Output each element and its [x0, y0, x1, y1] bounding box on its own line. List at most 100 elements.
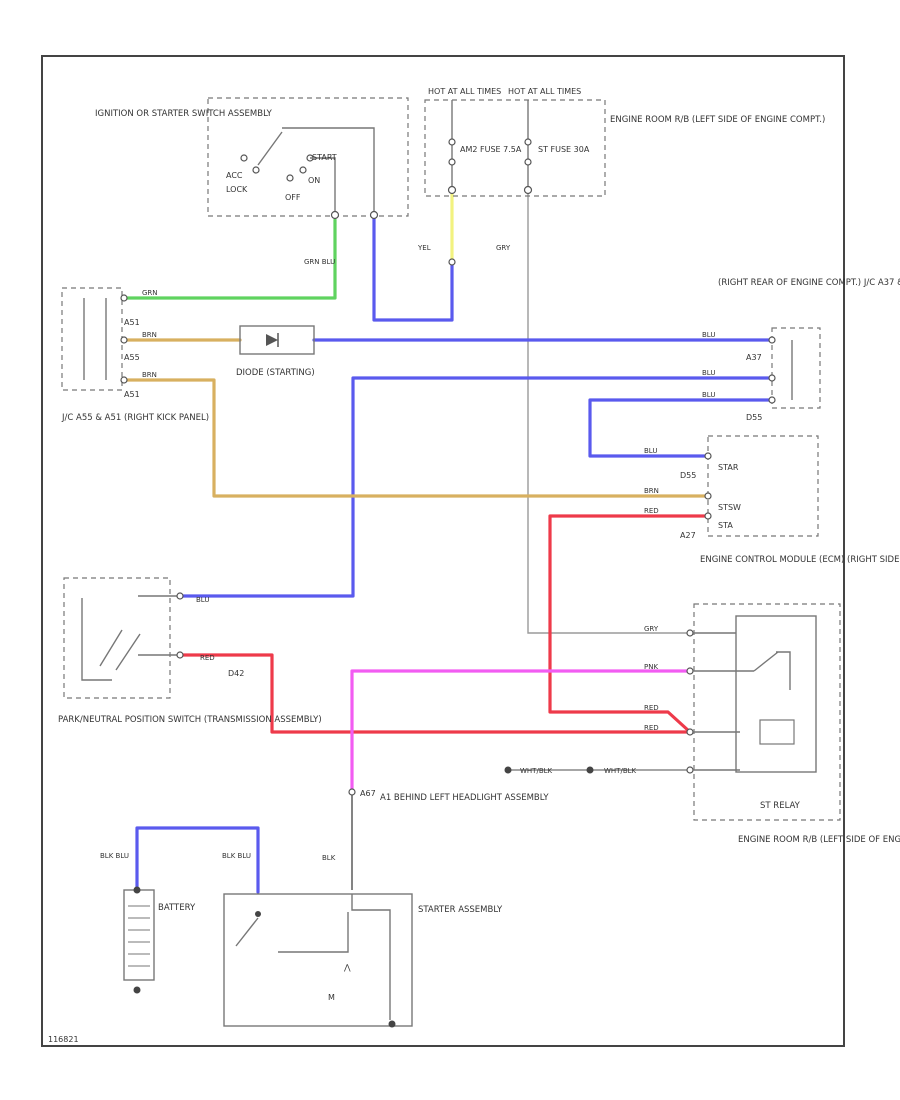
label-blk-blu-2: BLK BLU: [222, 852, 251, 860]
ground-title: A1 BEHIND LEFT HEADLIGHT ASSEMBLY: [380, 793, 549, 803]
starter-solenoid-line: [351, 894, 391, 1020]
starter-contact: [235, 917, 259, 947]
wire-blu-ignition-fuse: [372, 213, 454, 322]
wire-blu-pn-switch: [178, 376, 774, 598]
relay-coil: [759, 719, 795, 745]
jc-rear-pin-3: [768, 396, 776, 404]
ecm-pin-star: [704, 452, 712, 460]
ground-dot-1: [504, 766, 512, 774]
relay-pin-4: [686, 766, 694, 774]
pn-switch-pin-2: [176, 651, 184, 659]
engine-room-rb-bottom-title: ENGINE ROOM R/B (LEFT SIDE OF ENGINE COM…: [738, 835, 900, 845]
ecm-box: [707, 435, 819, 537]
starter-conn: A67: [360, 789, 376, 798]
wire-red-ecm-relay: [548, 514, 708, 734]
wire-blu-ecm-star: [588, 398, 774, 458]
label-blk-blu-1: BLK BLU: [100, 852, 129, 860]
diode-title: DIODE (STARTING): [236, 368, 315, 378]
relay-pin-3: [686, 728, 694, 736]
jc-kick-conn-2: A55: [124, 353, 140, 362]
label-blu-a: BLU: [702, 331, 715, 339]
junction-yel-blu: [448, 258, 456, 266]
jc-right-kick-panel-box: [61, 287, 123, 391]
starter-ground: [388, 1020, 396, 1028]
wire-gry: [527, 190, 690, 634]
battery-ground: [133, 986, 141, 994]
battery-terminal: [133, 886, 141, 894]
label-grn: GRN: [142, 289, 158, 297]
relay-pin-1: [686, 629, 694, 637]
jc-kick-conn-3: A51: [124, 390, 140, 399]
starter-pinion-symbol: ⋀: [343, 963, 351, 972]
ign-label-lock: LOCK: [226, 185, 248, 194]
label-brn-a: BRN: [142, 331, 157, 339]
jc-rear-conn-1: A37: [746, 353, 762, 362]
jc-rear-pin-2: [768, 374, 776, 382]
label-brn-c: BRN: [644, 487, 659, 495]
jc-kick-conn-1: A51: [124, 318, 140, 327]
pn-switch-title: PARK/NEUTRAL POSITION SWITCH (TRANSMISSI…: [58, 715, 322, 725]
pn-switch-frame: [81, 598, 112, 681]
ignition-start-line: [310, 157, 336, 215]
label-blk: BLK: [322, 854, 336, 862]
jc-rear-pin-1: [768, 336, 776, 344]
label-gry: GRY: [496, 244, 511, 252]
ecm-pin-stsw: [704, 492, 712, 500]
ignition-switch-title: IGNITION OR STARTER SWITCH ASSEMBLY: [95, 109, 273, 119]
engine-room-rb-bottom-box: [693, 603, 841, 821]
label-red-b: RED: [200, 654, 215, 662]
ign-label-start: START: [312, 153, 337, 162]
diagram-frame: [41, 55, 845, 1047]
st-relay-title: ST RELAY: [760, 801, 801, 811]
wire-blk-blu-battery: [135, 826, 260, 894]
st-fuse-label: ST FUSE 30A: [538, 145, 590, 154]
jc-rear-title: (RIGHT REAR OF ENGINE COMPT.) J/C A37 & …: [718, 278, 900, 288]
wire-red-pn-relay: [178, 653, 692, 734]
ign-label-off: OFF: [285, 193, 301, 202]
st-fuse-bottom: [524, 158, 532, 166]
wire-pnk: [350, 669, 692, 794]
st-fuse-pin: [523, 185, 533, 195]
st-fuse-top: [524, 138, 532, 146]
pn-switch-contact-1: [99, 629, 123, 667]
jc-kick-pin-1: [120, 294, 128, 302]
ecm-conn-d55: D55: [680, 471, 696, 480]
jc-kick-pin-2: [120, 336, 128, 344]
pn-switch-box: [63, 577, 171, 699]
hot-at-all-times-1: HOT AT ALL TIMES: [428, 87, 501, 96]
am2-fuse-top: [448, 138, 456, 146]
starter-title: STARTER ASSEMBLY: [418, 905, 503, 915]
am2-fuse-bottom: [448, 158, 456, 166]
label-brn-b: BRN: [142, 371, 157, 379]
pn-switch-pin-1: [176, 592, 184, 600]
ecm-title: ENGINE CONTROL MODULE (ECM) (RIGHT SIDE …: [700, 555, 900, 565]
ign-pin-start: [330, 210, 340, 220]
battery-title: BATTERY: [158, 903, 196, 913]
label-red-c: RED: [644, 704, 659, 712]
am2-fuse-label: AM2 FUSE 7.5A: [460, 145, 522, 154]
label-wht-blk: WHT/BLK: [520, 767, 553, 775]
am2-fuse-pin: [447, 185, 457, 195]
wire-grn: [122, 218, 337, 300]
label-red-d: RED: [644, 724, 659, 732]
ign-pin-am2: [369, 210, 379, 220]
label-wht-blk-b: WHT/BLK: [604, 767, 637, 775]
pn-switch-contact-2: [115, 633, 141, 671]
starter-conn-pin: [348, 788, 356, 796]
jc-rear-conn-2: D55: [746, 413, 762, 422]
relay-pin-2: [686, 667, 694, 675]
footer-code: 116821: [48, 1035, 79, 1044]
relay-contact-out: [776, 651, 791, 690]
ign-pos-off: [286, 174, 294, 182]
label-blu-b: BLU: [702, 369, 715, 377]
ecm-label-star: STAR: [718, 463, 739, 472]
diode-symbol: [266, 334, 278, 346]
label-grn-blu: GRN BLU: [304, 258, 335, 266]
ign-pos-on: [299, 166, 307, 174]
ignition-bus: [282, 127, 375, 215]
ignition-switch-contact: [257, 131, 283, 166]
ign-pos-lock: [252, 166, 260, 174]
jc-kick-title: J/C A55 & A51 (RIGHT KICK PANEL): [61, 413, 209, 423]
engine-room-rb-top-title: ENGINE ROOM R/B (LEFT SIDE OF ENGINE COM…: [610, 115, 825, 125]
